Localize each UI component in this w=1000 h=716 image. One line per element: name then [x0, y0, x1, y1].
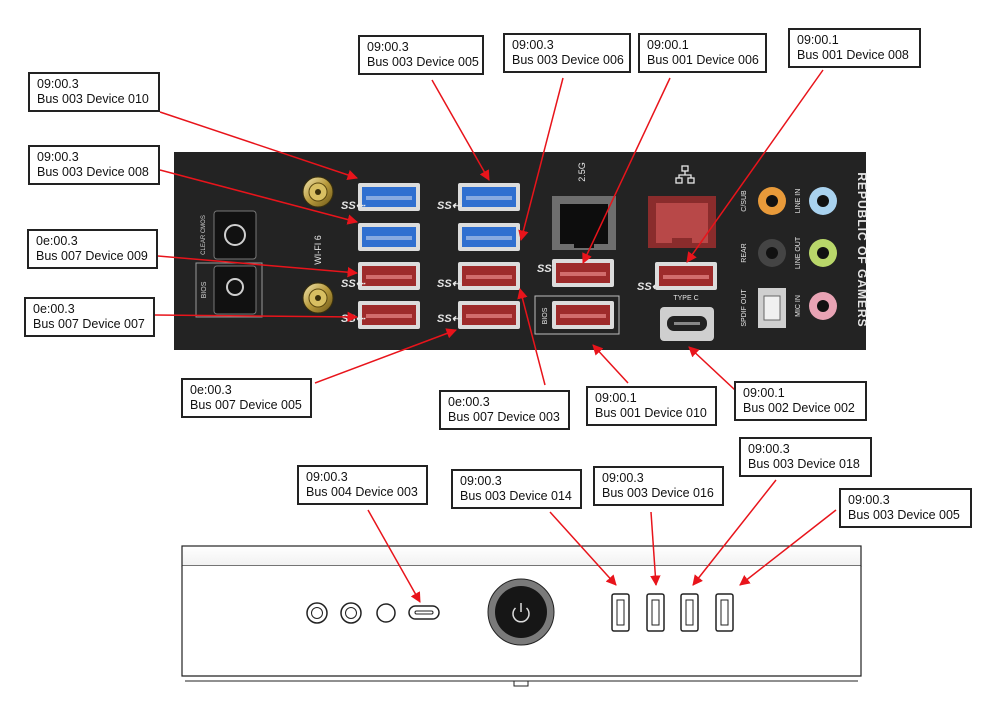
leader-line: [650, 511, 661, 587]
brand-label: REPUBLIC OF GAMERS: [855, 172, 869, 327]
usb-ss10-icon: SS⇠: [437, 278, 462, 290]
front-usb-port: [715, 593, 734, 632]
leader-line: [686, 69, 824, 263]
usb-port: [458, 262, 520, 290]
audio-label: REAR: [741, 243, 748, 262]
bios-port-label: BIOS: [542, 307, 549, 324]
clear-cmos-button[interactable]: [213, 210, 257, 260]
usb-port: [458, 183, 520, 211]
leader-line: [367, 509, 421, 603]
audio-jack: [809, 187, 837, 215]
leader-line: [692, 479, 777, 586]
bios-port-frame: [534, 295, 620, 335]
lan-port-2-5g: [552, 196, 616, 250]
front-led: [376, 603, 396, 623]
front-audio-jack: [306, 602, 328, 624]
leader-line: [582, 77, 671, 264]
lan-port: [648, 196, 716, 248]
network-icon: [675, 165, 695, 184]
audio-label: MIC IN: [795, 295, 802, 317]
audio-label: LINE OUT: [795, 236, 802, 269]
power-icon: [512, 603, 530, 623]
type-c-label: TYPE C: [673, 295, 698, 302]
leader-line: [549, 511, 617, 586]
audio-label: C/SUB: [741, 190, 748, 212]
wifi-label: WI-FI 6: [313, 235, 323, 265]
refresh-icon: [226, 278, 244, 296]
wifi-antenna-icon: [302, 176, 334, 208]
leader-line: [739, 509, 837, 586]
lan-2-5g-label: 2.5G: [577, 162, 587, 182]
usb-ss10-icon: SS⇠: [341, 313, 366, 325]
leader-line: [159, 169, 359, 225]
leader-line: [592, 344, 629, 384]
usb-port: [358, 262, 420, 290]
usb-port: [358, 223, 420, 251]
front-usb-port: [680, 593, 699, 632]
front-usb-port: [611, 593, 630, 632]
leader-line: [431, 79, 490, 181]
refresh-icon: [224, 224, 246, 246]
usb-ss-icon: SS⇠: [341, 200, 366, 212]
audio-label: LINE IN: [795, 189, 802, 214]
usb-c-port: [660, 307, 714, 341]
usb-port: [458, 301, 520, 329]
usb-port: [458, 223, 520, 251]
leader-line: [518, 77, 564, 242]
front-usb-c-port: [408, 605, 440, 620]
usb-port: [655, 262, 717, 290]
power-button[interactable]: [487, 578, 555, 646]
leader-line: [517, 287, 546, 386]
usb-port-bios: [552, 301, 614, 329]
spdif-port: [758, 288, 786, 328]
audio-jack: [758, 239, 786, 267]
audio-label: SPDIF OUT: [741, 289, 748, 327]
leader-line: [157, 255, 359, 278]
usb-ss-icon: SS⇠: [437, 200, 462, 212]
audio-jack: [809, 239, 837, 267]
leader-line: [314, 328, 457, 384]
bios-button-label: BIOS: [201, 281, 208, 298]
usb-ss10-icon: SS⇠: [341, 278, 366, 290]
leader-line: [688, 346, 736, 391]
audio-jack: [809, 292, 837, 320]
usb-port: [358, 301, 420, 329]
audio-jack: [758, 187, 786, 215]
usb-port: [358, 183, 420, 211]
leader-line: [154, 311, 359, 323]
clear-cmos-label: CLEAR CMOS: [201, 215, 207, 255]
usb-ss10-icon: SS⇠: [437, 313, 462, 325]
wifi-antenna-icon: [302, 282, 334, 314]
usb-port: [552, 259, 614, 287]
bios-flashback-button[interactable]: [195, 262, 263, 318]
leader-line: [159, 111, 358, 180]
front-usb-port: [646, 593, 665, 632]
front-audio-jack: [340, 602, 362, 624]
